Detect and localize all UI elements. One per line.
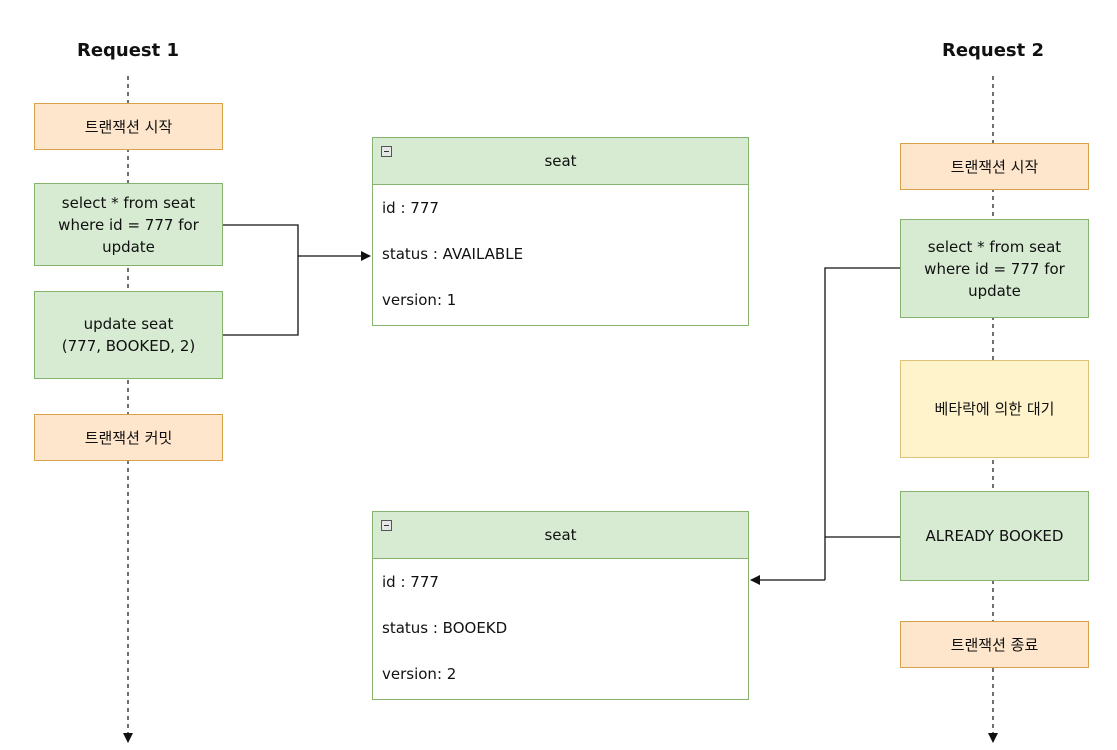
r2-result[interactable]: ALREADY BOOKED xyxy=(900,491,1089,581)
r2-select-connector xyxy=(824,267,900,580)
r1-select-query[interactable]: select * from seat where id = 777 for up… xyxy=(34,183,223,266)
seat-table-after-name: seat xyxy=(544,526,577,544)
seat-table-after-header: seat xyxy=(373,512,748,559)
r1-tx-start[interactable]: 트랜잭션 시작 xyxy=(34,103,223,150)
r1-select-connector xyxy=(223,224,299,256)
r2-tx-start[interactable]: 트랜잭션 시작 xyxy=(900,143,1089,190)
seat-table-after[interactable]: seat id : 777 status : BOOEKD version: 2 xyxy=(372,511,749,700)
seat-table-before[interactable]: seat id : 777 status : AVAILABLE version… xyxy=(372,137,749,326)
seat-after-status: status : BOOEKD xyxy=(382,619,508,637)
r2-tx-end[interactable]: 트랜잭션 종료 xyxy=(900,621,1089,668)
collapse-icon[interactable] xyxy=(381,146,392,157)
collapse-icon[interactable] xyxy=(381,520,392,531)
request1-title: Request 1 xyxy=(76,40,180,61)
r2-select-query[interactable]: select * from seat where id = 777 for up… xyxy=(900,219,1089,318)
r2-wait[interactable]: 베타락에 의한 대기 xyxy=(900,360,1089,458)
seat-after-version: version: 2 xyxy=(382,665,457,683)
seat-before-status: status : AVAILABLE xyxy=(382,245,524,263)
seat-before-version: version: 1 xyxy=(382,291,457,309)
seat-table-before-header: seat xyxy=(373,138,748,185)
r1-tx-commit[interactable]: 트랜잭션 커밋 xyxy=(34,414,223,461)
r1-update-query[interactable]: update seat (777, BOOKED, 2) xyxy=(34,291,223,379)
seat-before-id: id : 777 xyxy=(382,199,439,217)
r1-update-connector xyxy=(223,256,299,336)
seat-after-id: id : 777 xyxy=(382,573,439,591)
seat-table-before-name: seat xyxy=(544,152,577,170)
request2-title: Request 2 xyxy=(941,40,1045,61)
